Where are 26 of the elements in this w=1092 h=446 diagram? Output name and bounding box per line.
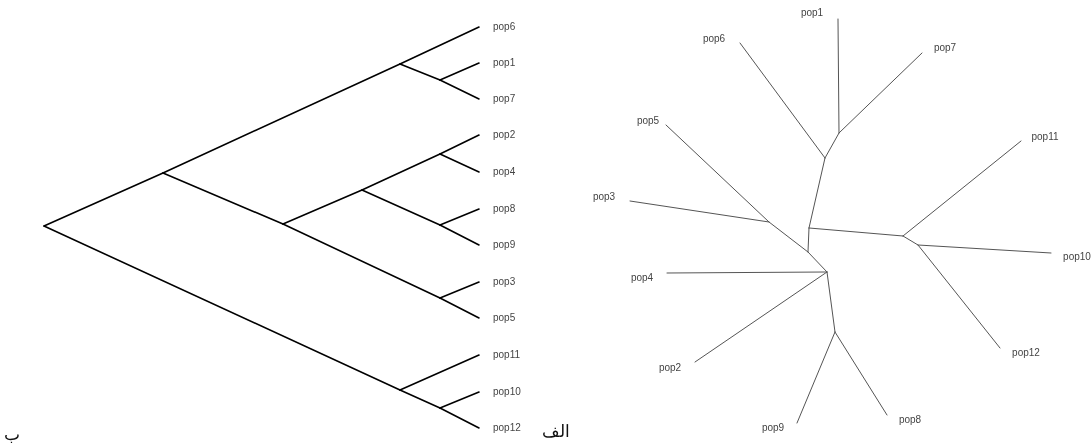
leaf-label: pop9: [493, 239, 516, 251]
leaf-label: pop11: [1031, 131, 1059, 143]
leaf-label: pop2: [658, 362, 682, 374]
leaf-label: pop8: [898, 414, 922, 426]
leaf-label: pop7: [933, 42, 957, 54]
leaf-label: pop10: [493, 386, 521, 398]
leaf-label: pop3: [592, 191, 616, 203]
leaf-label: pop6: [702, 33, 726, 45]
leaf-label: pop5: [636, 115, 660, 127]
leaf-label: pop3: [493, 276, 516, 288]
leaf-label: pop10: [1063, 251, 1091, 263]
leaf-label: pop2: [493, 129, 516, 141]
leaf-label: pop1: [493, 57, 516, 69]
leaf-label: pop4: [630, 272, 654, 284]
leaf-label: pop11: [493, 349, 521, 361]
leaf-label: pop1: [800, 7, 824, 19]
panel-label: ب: [4, 424, 20, 444]
leaf-label: pop8: [493, 203, 516, 215]
leaf-label: pop5: [493, 312, 516, 324]
leaf-label: pop7: [493, 93, 516, 105]
leaf-label: pop4: [493, 166, 516, 178]
leaf-label: pop9: [761, 422, 785, 434]
leaf-label: pop12: [1012, 347, 1040, 359]
leaf-label: pop6: [493, 21, 516, 33]
leaf-label: pop12: [493, 422, 521, 434]
panel-label: الف: [542, 421, 570, 441]
